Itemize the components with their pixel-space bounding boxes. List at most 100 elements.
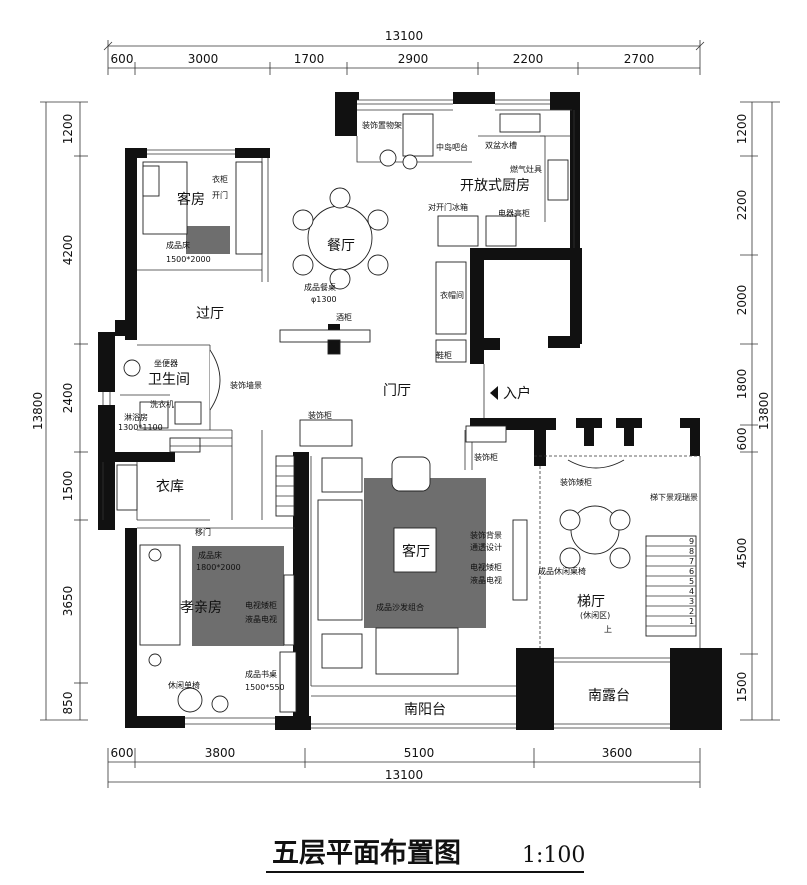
left-dim-4: 1500 — [61, 471, 75, 502]
label-stair-up: 上 — [604, 625, 612, 634]
furniture — [116, 113, 697, 713]
right-dim-6: 4500 — [735, 538, 749, 569]
label-double-sink: 双盆水槽 — [485, 140, 517, 150]
top-dim-6: 2700 — [624, 52, 655, 66]
right-stair-steps — [646, 545, 696, 627]
label-shower-size: 1300*1100 — [118, 423, 163, 432]
parent-bed-shadow — [192, 546, 284, 646]
label-fridge: 对开门冰箱 — [428, 202, 468, 212]
left-stair-steps — [170, 437, 294, 507]
label-island-bar: 中岛吧台 — [436, 142, 468, 152]
label-stair-view: 梯下景观瑞景 — [650, 492, 698, 502]
label-sliding-door: 移门 — [195, 527, 211, 537]
right-dim-5: 600 — [735, 428, 749, 451]
left-dim-3: 2400 — [61, 383, 75, 414]
label-guest-bed: 成品床 — [166, 240, 190, 250]
bottom-dim-2: 3800 — [205, 746, 236, 760]
room-living: 客厅 — [402, 543, 430, 560]
room-bathroom: 卫生间 — [148, 372, 190, 388]
label-shower: 淋浴房 — [124, 412, 148, 422]
room-hall: 过厅 — [196, 306, 224, 322]
label-tv-left-2: 液晶电视 — [245, 614, 277, 624]
left-dimensions — [40, 101, 88, 721]
entrance-arrow-icon — [490, 386, 498, 400]
room-parent: 孝亲房 — [180, 600, 222, 616]
top-dimensions — [103, 40, 705, 75]
room-stair-hall-sub: (休闲区) — [580, 610, 610, 620]
top-dim-1: 600 — [111, 52, 134, 66]
label-decor-cabinet-1: 装饰柜 — [308, 410, 332, 420]
label-guest-bed-size: 1500*2000 — [166, 255, 211, 264]
label-parent-bed-size: 1800*2000 — [196, 563, 241, 572]
left-dim-6: 850 — [61, 692, 75, 715]
label-decor-bg-1: 装饰背景 — [470, 530, 502, 540]
bottom-dim-4: 3600 — [602, 746, 633, 760]
bottom-total-dim: 13100 — [385, 768, 423, 782]
room-guest: 客房 — [177, 191, 205, 208]
label-wine-cabinet: 酒柜 — [336, 312, 352, 322]
label-display-shelf: 装饰置物架 — [362, 120, 402, 130]
top-total-dim: 13100 — [385, 29, 423, 43]
right-dim-7: 1500 — [735, 672, 749, 703]
room-south-terrace: 南露台 — [588, 688, 630, 704]
label-desk: 成品书桌 — [245, 669, 277, 679]
label-tv-right-1: 电视矮柜 — [470, 562, 502, 572]
partitions — [102, 99, 701, 729]
label-dining-table-size: φ1300 — [311, 295, 337, 304]
stair-step-1: 1 — [689, 617, 694, 626]
label-tall-cabinet: 电器高柜 — [498, 208, 530, 218]
label-sofa-set: 成品沙发组合 — [376, 602, 424, 612]
top-dim-4: 2900 — [398, 52, 429, 66]
room-dining: 餐厅 — [327, 238, 355, 254]
stair-step-8: 8 — [689, 547, 694, 556]
label-parent-bed: 成品床 — [198, 550, 222, 560]
stair-step-4: 4 — [689, 587, 694, 596]
top-dim-5: 2200 — [513, 52, 544, 66]
plan-title: 五层平面布置图 — [272, 838, 461, 869]
stair-step-3: 3 — [689, 597, 694, 606]
left-dim-1: 1200 — [61, 114, 75, 145]
label-decor-bg-2: 通透设计 — [470, 542, 502, 552]
bottom-dim-1: 600 — [111, 746, 134, 760]
bottom-dimensions — [107, 748, 701, 788]
stair-step-7: 7 — [689, 557, 694, 566]
room-wardrobe: 衣库 — [156, 479, 184, 495]
stair-step-2: 2 — [689, 607, 694, 616]
room-entrance: 入户 — [503, 385, 531, 402]
bottom-dim-3: 5100 — [404, 746, 435, 760]
right-dim-1: 1200 — [735, 114, 749, 145]
top-dim-2: 3000 — [188, 52, 219, 66]
label-decor-low-cabinet: 装饰矮柜 — [560, 477, 592, 487]
label-wardrobe-door2: 开门 — [212, 190, 228, 200]
room-stair-hall: 梯厅 — [577, 594, 605, 610]
right-total-dim: 13800 — [757, 392, 771, 430]
right-dim-4: 1800 — [735, 369, 749, 400]
left-total-dim: 13800 — [31, 392, 45, 430]
label-leisure-table: 成品休闲桌椅 — [538, 566, 586, 576]
label-shoe-cabinet: 鞋柜 — [436, 350, 452, 360]
right-dim-3: 2000 — [735, 285, 749, 316]
label-decor-cabinet-2: 装饰柜 — [474, 452, 498, 462]
top-dim-3: 1700 — [294, 52, 325, 66]
label-dining-table: 成品餐桌 — [304, 282, 336, 292]
plan-scale: 1:100 — [522, 843, 585, 868]
left-dim-2: 4200 — [61, 235, 75, 266]
left-dim-5: 3650 — [61, 586, 75, 617]
label-washer: 洗衣机 — [150, 399, 174, 409]
room-foyer: 门厅 — [383, 383, 411, 399]
label-coat-cabinet: 衣帽间 — [440, 290, 464, 300]
right-dimensions — [740, 101, 780, 721]
guest-bed-shadow — [186, 226, 230, 254]
label-toilet: 坐便器 — [154, 358, 178, 368]
right-dim-2: 2200 — [735, 190, 749, 221]
room-open-kitchen: 开放式厨房 — [460, 178, 530, 194]
label-decor-wall: 装饰墙景 — [230, 380, 262, 390]
label-tv-right-2: 液晶电视 — [470, 575, 502, 585]
room-south-balcony: 南阳台 — [404, 702, 446, 718]
stair-step-5: 5 — [689, 577, 694, 586]
label-desk-size: 1500*550 — [245, 683, 285, 692]
label-lounge-chair: 休闲单椅 — [168, 680, 200, 690]
label-gas-stove: 燃气灶具 — [510, 164, 542, 174]
stair-step-9: 9 — [689, 537, 694, 546]
